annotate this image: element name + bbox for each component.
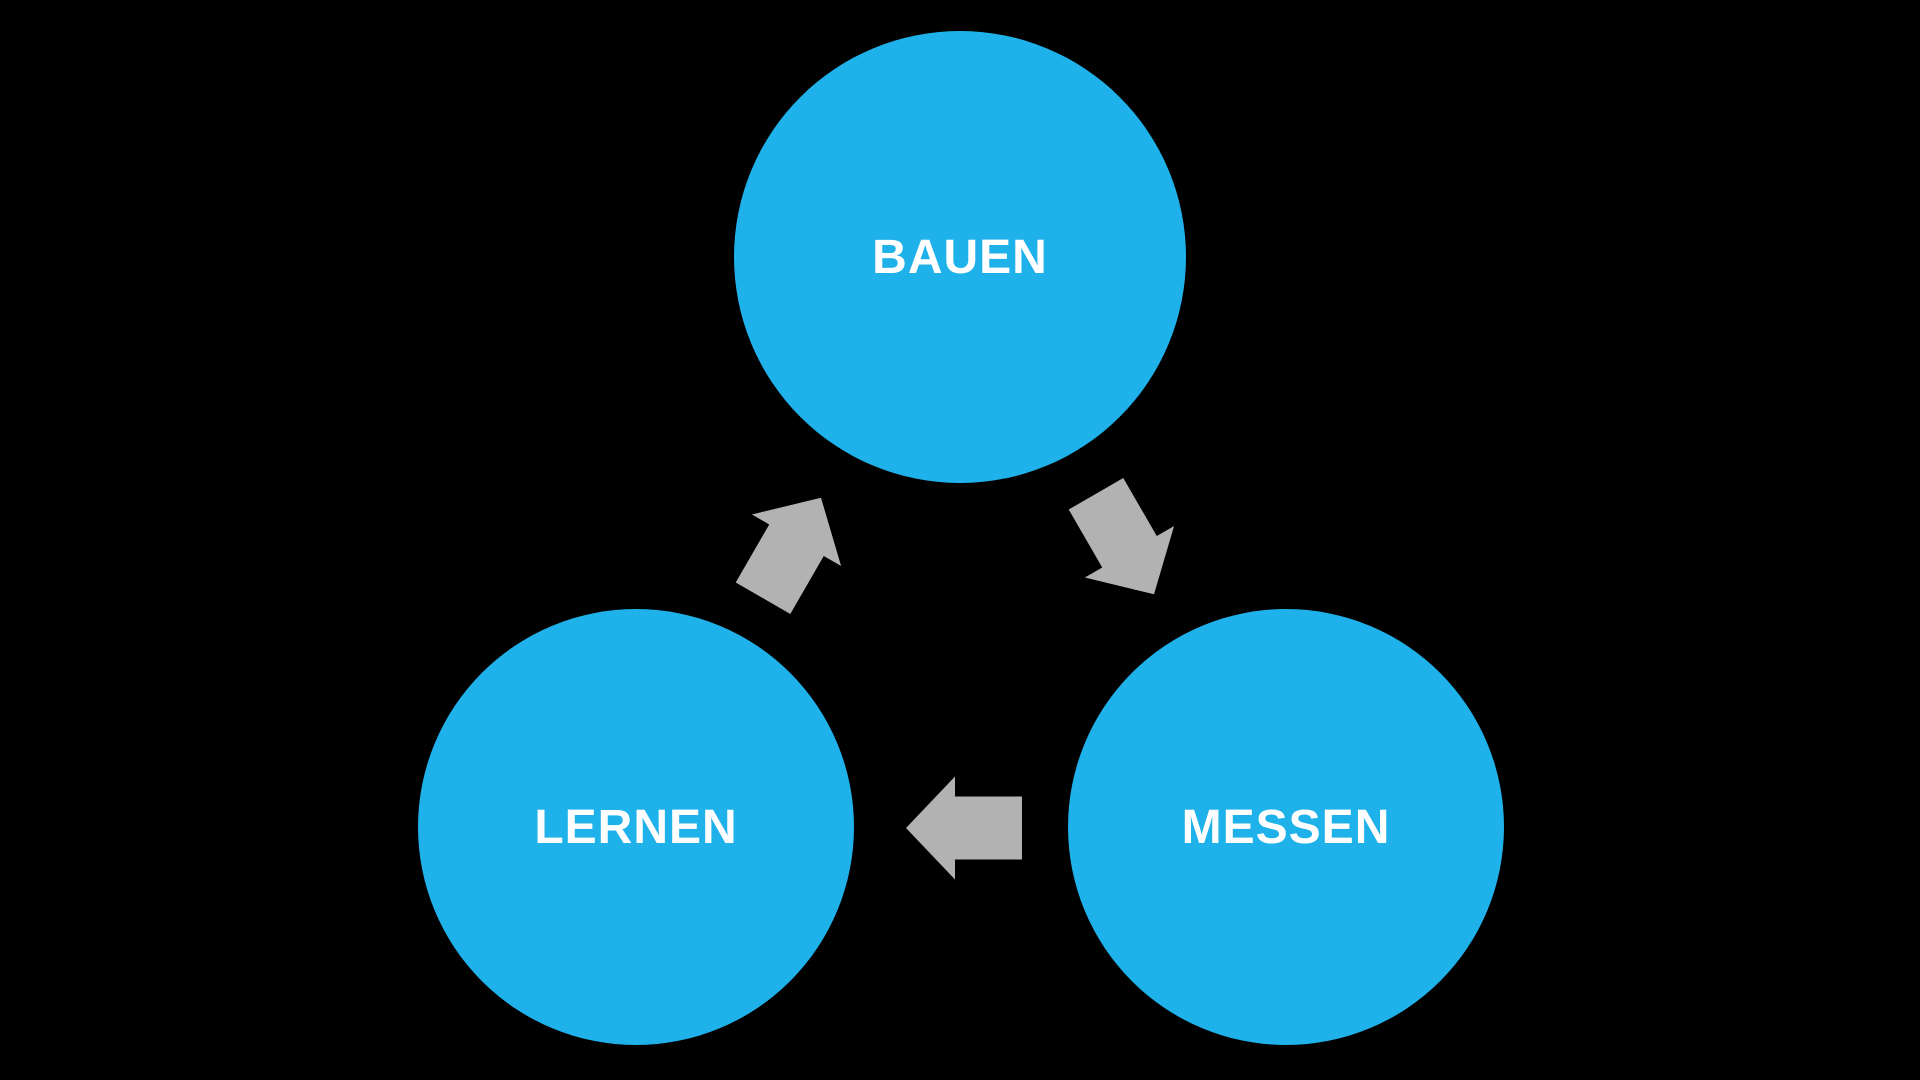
node-bauen: BAUEN <box>734 31 1186 483</box>
node-lernen-label: LERNEN <box>534 800 738 854</box>
node-lernen: LERNEN <box>418 609 854 1045</box>
node-messen: MESSEN <box>1068 609 1504 1045</box>
arrow-down-right-icon <box>1068 478 1175 595</box>
node-messen-label: MESSEN <box>1181 800 1391 854</box>
node-bauen-label: BAUEN <box>872 230 1048 284</box>
arrow-left-icon <box>906 776 1022 880</box>
arrow-up-right-icon <box>735 497 842 614</box>
